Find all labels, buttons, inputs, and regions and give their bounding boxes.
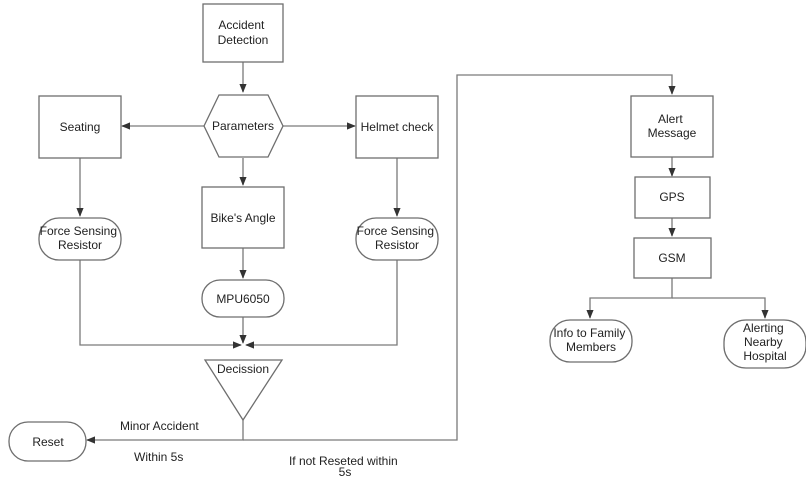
svg-text:Force Sensing Resistor: Force Sensing Resistor [357, 224, 438, 252]
parameters-node [203, 94, 284, 158]
gps-label: GPS [659, 190, 684, 204]
alerting-hospital-line3: Hospital [743, 349, 786, 363]
svg-text:If not Reseted within 5s: If not Reseted within 5s [289, 454, 401, 477]
edge-force-left-to-decission [79, 260, 242, 349]
edge-gsm-to-branches [586, 278, 673, 319]
force-sensor-right-node [355, 217, 439, 261]
svg-text:Alerting Nearby Hospit: Alerting Nearby Hospital [743, 321, 787, 363]
edge-force-right-to-decission [245, 260, 398, 349]
force-sensor-left-line1: Force Sensing [40, 224, 117, 238]
info-family-line1: Info to Family [553, 326, 625, 340]
reset-node [8, 421, 87, 462]
helmet-check-node [355, 95, 439, 159]
seating-node [38, 95, 122, 159]
gsm-label: GSM [658, 251, 685, 265]
within-5s-label: Within 5s [134, 450, 183, 464]
info-family-line2: Members [566, 340, 616, 354]
mpu-label: MPU6050 [216, 292, 270, 306]
alert-message-line2: Message [648, 126, 697, 140]
info-family-node [549, 319, 633, 363]
gsm-node [633, 237, 712, 279]
svg-text:Accident Detection: Accident Detection [218, 18, 269, 47]
svg-text:Info to Family Members: Info to Family Members [553, 326, 628, 354]
force-sensor-left-node [38, 217, 122, 261]
bikes-angle-node [201, 186, 285, 249]
alerting-hospital-line2: Nearby [744, 335, 783, 349]
force-sensor-right-line2: Resistor [375, 238, 419, 252]
accident-detection-line2: Detection [218, 33, 269, 47]
bikes-angle-label: Bike's Angle [211, 211, 276, 225]
accident-detection-node [202, 3, 284, 63]
force-sensor-left-line2: Resistor [58, 238, 102, 252]
decission-label: Decission [217, 362, 269, 376]
gps-node [634, 176, 711, 219]
mpu-node [201, 279, 285, 318]
not-reseted-line2: 5s [339, 465, 352, 477]
svg-text:Force Sensing Resistor: Force Sensing Resistor [40, 224, 121, 252]
reset-label: Reset [32, 435, 64, 449]
not-reseted-line1: If not Reseted within [289, 454, 398, 468]
accident-detection-line1: Accident [218, 18, 265, 32]
seating-label: Seating [60, 120, 101, 134]
minor-accident-label: Minor Accident [120, 419, 199, 433]
helmet-check-label: Helmet check [361, 120, 435, 134]
svg-text:Alert Message: Alert Message [648, 112, 697, 140]
connectors [76, 62, 769, 444]
alert-message-line1: Alert [658, 112, 683, 126]
alert-message-node [630, 95, 714, 158]
edge-decission-to-alert [243, 74, 676, 441]
alerting-hospital-node [723, 319, 806, 369]
decission-node [203, 359, 284, 422]
parameters-label: Parameters [212, 119, 274, 133]
alerting-hospital-line1: Alerting [743, 321, 784, 335]
edge-gsm-to-hospital [672, 297, 769, 319]
force-sensor-right-line1: Force Sensing [357, 224, 434, 238]
